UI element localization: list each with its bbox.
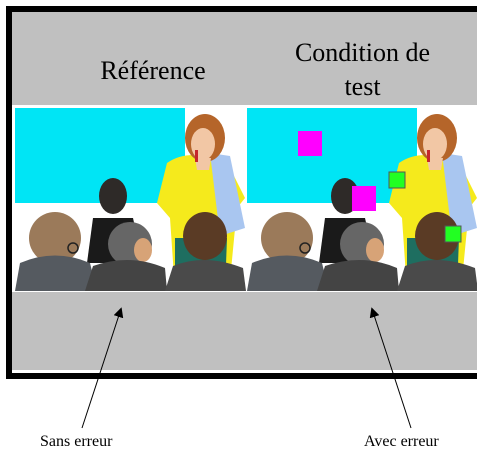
error-square-large: [352, 186, 376, 211]
bottom-band: [12, 292, 477, 370]
error-square-large: [298, 131, 322, 156]
left-arrow: [81, 307, 124, 429]
title-band: [12, 12, 477, 105]
audience-figures: [15, 178, 246, 291]
test-condition-panel: [247, 108, 477, 291]
right-arrow: [369, 307, 412, 429]
error-square-small: [444, 225, 462, 243]
error-square-small: [388, 171, 406, 189]
audience-figures: [247, 178, 477, 291]
reference-title: Référence: [100, 56, 206, 85]
meeting-scene: [15, 108, 246, 291]
test-condition-title: Condition de test: [294, 38, 431, 101]
reference-panel: [15, 108, 246, 291]
reference-image: [15, 108, 246, 291]
right-caption: Avec erreur: [364, 433, 439, 450]
board-area: [15, 108, 185, 203]
left-caption: Sans erreur: [40, 433, 113, 450]
test-condition-image: [247, 108, 477, 291]
